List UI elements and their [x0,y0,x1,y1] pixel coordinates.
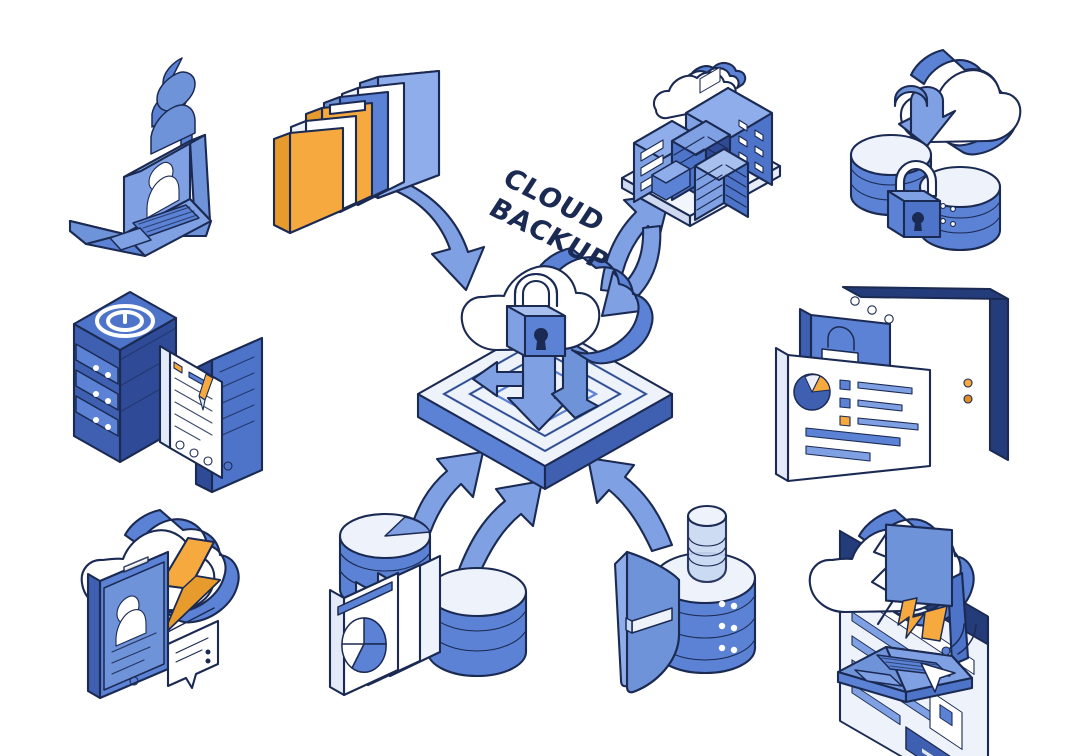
window-controls [963,378,973,404]
arrow-database-to-hub-left [406,450,485,544]
download-arrow [893,84,957,148]
arrow-folders-to-hub [394,180,486,292]
hub-padlock [505,272,567,358]
folder-orange-foremost [298,141,354,226]
avatar-body [146,175,180,219]
card-pie-chart [341,617,387,673]
laptop-base [68,197,213,258]
server-rack-with-document [72,290,264,494]
floating-user-icon [150,57,196,155]
cloud-database-lock [849,48,1022,252]
server-rack-small [693,147,750,222]
datacenter-building [620,62,782,228]
arrow-datacenter-to-hub [600,224,662,318]
chat-bubble [166,619,220,690]
laptop-with-user [68,57,213,258]
wifi-signal-icon [941,623,977,656]
lightning-bolt [158,536,222,637]
folder-orange-front [272,126,345,235]
profile-card [774,346,932,483]
document [158,344,224,480]
card-stack [328,554,442,697]
arrow-shield-to-hub [586,456,674,553]
shield-protected-database [613,504,757,694]
phone-avatar [115,595,147,647]
hub-arrow-left [471,360,525,398]
submit-button[interactable] [905,726,977,756]
pie-chart [793,373,831,411]
shield [613,550,681,694]
cylinder-top [686,504,728,584]
pencil-icon [198,373,214,411]
database-analytics [328,512,528,697]
tower-windows [738,119,764,174]
folder-stack [272,69,441,235]
cursor-icon [920,662,956,693]
mobile-cloud-alert [80,508,240,700]
card-list [805,379,919,462]
platform-grooves-outline [442,336,648,452]
power-icon [95,304,155,338]
padlock [886,159,942,239]
document-lock-glyph [929,690,963,751]
screen-lightning-bolt [897,597,948,642]
broken-cloud-laptop [808,508,977,704]
database-stack-front [426,566,528,678]
cloud-backup-hub [416,246,674,491]
smartphone [86,550,170,700]
